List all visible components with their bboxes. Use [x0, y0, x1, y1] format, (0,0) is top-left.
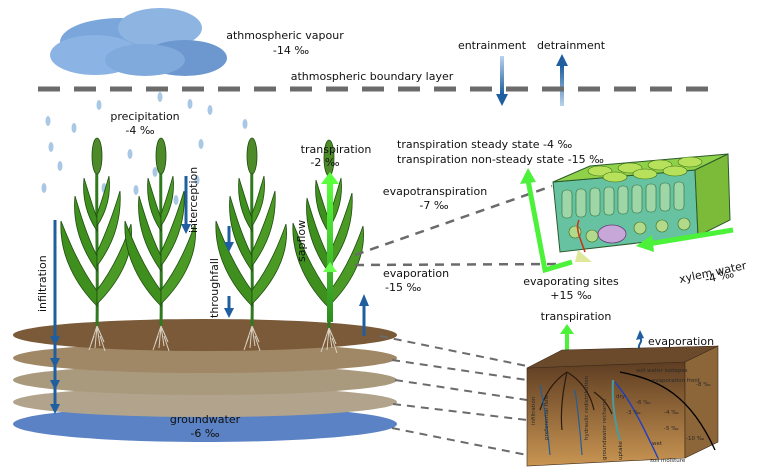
inset-transpiration-label: transpiration: [541, 310, 612, 323]
vapour-value: -14 ‰: [273, 44, 309, 57]
plant-2: [123, 136, 198, 353]
evaporation-value: -15 ‰: [385, 281, 421, 294]
groundwater-name: groundwater: [170, 413, 241, 426]
precipitation-value: -4 ‰: [125, 124, 154, 137]
xylem-value: -4 ‰: [704, 267, 736, 286]
transpiration-nonsteady-label: transpiration non-steady state -15 ‰: [397, 153, 604, 166]
throughfall-label: throughfall: [208, 258, 221, 318]
detrainment-arrow-head: [556, 54, 568, 66]
soil-water-isotopes: soil water isotopes: [636, 368, 688, 374]
soil-connector-1: [379, 335, 528, 367]
soil-connector-4: [392, 403, 528, 421]
transpiration-steady-label: transpiration steady state -4 ‰: [397, 138, 573, 151]
detrainment-label: detrainment: [537, 39, 606, 52]
soil-d2: -6 ‰: [636, 400, 651, 406]
soil-groundwater-recharge: groundwater recharge: [602, 398, 608, 460]
entrainment-arrow-head: [496, 94, 508, 106]
evaporation-name: evaporation: [383, 267, 449, 280]
sapflow-arrow: [327, 182, 333, 322]
plant-1: [59, 136, 134, 353]
soil-connector-2: [391, 359, 528, 381]
leaf-cross-section: [552, 153, 731, 262]
evapotranspiration-value: -7 ‰: [419, 199, 448, 212]
soil-d1: -8 ‰: [696, 382, 711, 388]
soil-d5: -5 ‰: [664, 426, 679, 432]
groundwater-layer: [13, 406, 397, 442]
cloud-icon: [50, 8, 227, 76]
soil-preferential-flow: preferential flow: [544, 394, 550, 440]
soil-connector-3: [394, 379, 528, 401]
soil-dry: dry: [616, 394, 626, 400]
leaf-connector-top: [354, 184, 553, 257]
detrainment-arrow-shaft: [560, 66, 564, 106]
soil-d6: -10 ‰: [686, 436, 705, 442]
boundary-layer-label: athmospheric boundary layer: [291, 70, 454, 83]
infiltration-label: infiltration: [36, 255, 49, 312]
soil-evaporation-front: evaporation front: [652, 378, 701, 384]
leaf-connector-bottom: [354, 262, 564, 267]
evaporating-sites-name: evaporating sites: [523, 275, 619, 288]
inset-evaporation-label: evaporation: [648, 335, 714, 348]
soil-profile-inset: [526, 345, 719, 467]
evaporating-sites-value: +15 ‰: [550, 289, 592, 302]
soil-moisture: soil moisture: [650, 458, 686, 464]
raindrops: [41, 92, 265, 205]
soil-infiltration: infiltration: [531, 396, 537, 425]
soil-inset-text: infiltration preferential flow hydraulic…: [531, 368, 711, 464]
evapotranspiration-name: evapotranspiration: [383, 185, 487, 198]
soil-connector-5: [391, 427, 528, 456]
vapour-name: athmospheric vapour: [226, 29, 344, 42]
entrainment-arrow-shaft: [500, 56, 504, 94]
groundwater-value: -6 ‰: [190, 427, 219, 440]
inset-transpiration-arrow: [565, 330, 569, 352]
precipitation-name: precipitation: [110, 110, 179, 123]
topsoil-layer: [13, 319, 397, 351]
soil-layers: [13, 319, 397, 442]
soil-hydraulic-redistribution: hydraulic redistribution: [584, 375, 590, 440]
soil-d3: -3 ‰: [626, 410, 641, 416]
sapflow-label: sapflow: [295, 220, 308, 262]
transpiration-value: -2 ‰: [310, 156, 339, 169]
soil-wet: wet: [652, 441, 663, 447]
soil-uptake: uptake: [618, 441, 624, 460]
xylem-flow-arrow: [647, 227, 734, 247]
transpiration-name: transpiration: [301, 143, 372, 156]
soil-d4: -4 ‰: [664, 410, 679, 416]
evaporating-sites-arrow: [525, 179, 573, 274]
interception-label: interception: [187, 167, 200, 233]
entrainment-label: entrainment: [458, 39, 527, 52]
